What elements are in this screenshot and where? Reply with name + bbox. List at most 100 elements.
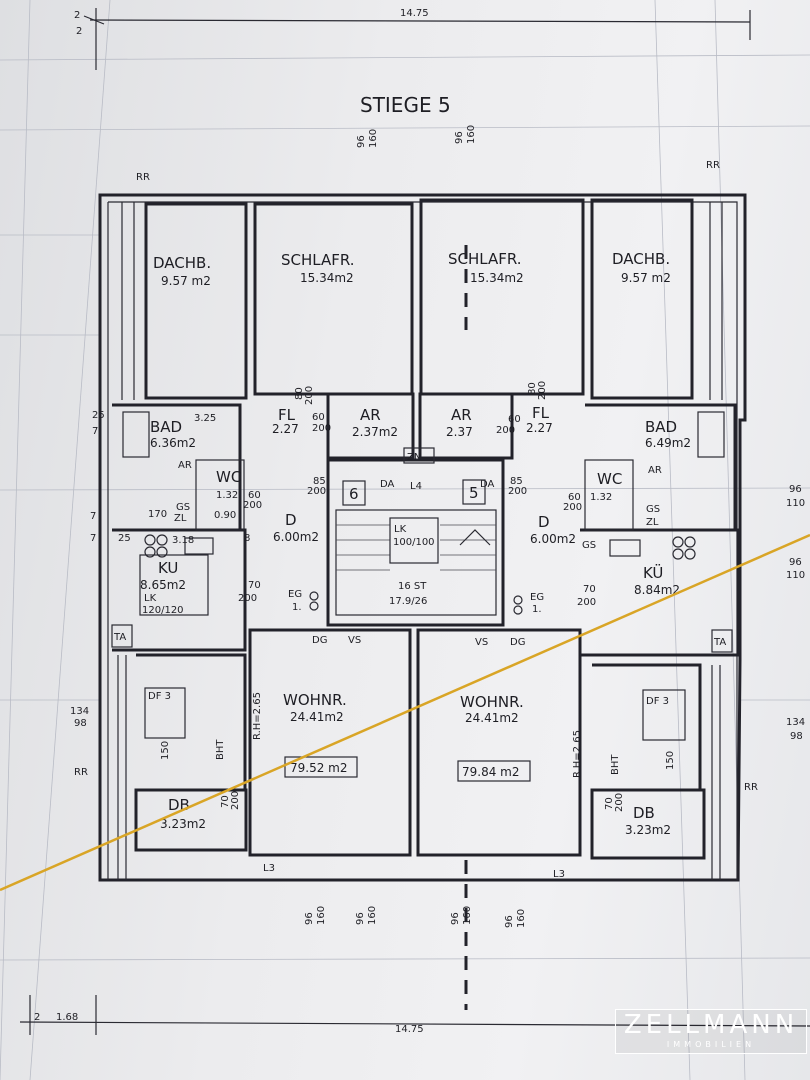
rr-left: RR	[74, 767, 88, 778]
apartment-numbers: 6 5 79.52 m2 79.84 m2	[284, 479, 531, 782]
room-area-fl-left: 2.27	[272, 422, 299, 436]
rr-top-left: RR	[136, 172, 150, 183]
door-70-db-right: 70	[604, 797, 615, 810]
room-area-fl-right: 2.27	[526, 421, 553, 435]
dim-7-b: 7	[90, 511, 96, 522]
door-200-wc-left: 200	[243, 500, 262, 511]
room-area-d-right: 6.00m2	[530, 532, 576, 546]
door-200-ku-left: 200	[238, 593, 257, 604]
zl-label-left: ZL	[174, 513, 187, 524]
dim-bottom-small: 2	[34, 1012, 40, 1023]
dim-170: 170	[148, 509, 167, 520]
room-label-wohn-left: WOHNR.	[283, 691, 347, 709]
room-label-ku-right: KÜ	[643, 563, 663, 582]
stair-rise: 17.9/26	[389, 596, 427, 607]
room-label-schlaf-left: SCHLAFR.	[281, 251, 355, 269]
dim-right-96-a: 96	[789, 484, 802, 495]
room-area-schlaf-left: 15.34m2	[300, 271, 354, 285]
rh-left: R.H=2.65	[252, 692, 263, 740]
sill-left: 150	[160, 741, 171, 760]
win-160-b: 160	[466, 125, 477, 144]
stair-l4: L4	[410, 481, 422, 492]
room-area-ar-left: 2.37m2	[352, 425, 398, 439]
win-160-f: 160	[516, 909, 527, 928]
door-70-ku-left: 70	[248, 580, 261, 591]
dim-right-98: 98	[790, 731, 803, 742]
room-label-fl-left: FL	[278, 406, 296, 424]
vs-right: VS	[475, 637, 488, 648]
gs-label-right: GS	[582, 540, 596, 551]
stair-zn: ZN	[407, 452, 421, 463]
watermark-logo: ZELLMANN IMMOBILIEN	[615, 1009, 807, 1054]
room-label-dachb-left: DACHB.	[153, 254, 211, 272]
dim-right-134: 134	[786, 717, 805, 728]
win-96-b: 96	[454, 131, 465, 144]
win-160-c: 160	[316, 906, 327, 925]
bht-left: BHT	[215, 739, 226, 760]
bottom-dimension: 2 1.68 14.75	[19, 995, 810, 1035]
room-area-wc-left: 1.32	[216, 490, 238, 501]
one-left: 1.	[292, 602, 302, 613]
apartment-total-right: 79.84 m2	[462, 765, 520, 779]
room-area-bad-right: 6.49m2	[645, 436, 691, 450]
dim-top-total: 14.75	[400, 8, 429, 19]
top-dimension: 2 2 14.75	[74, 8, 751, 70]
win-96-d: 96	[355, 912, 366, 925]
room-area-ku-right: 8.84m2	[634, 583, 680, 597]
dg-right: DG	[510, 637, 525, 648]
room-label-schlaf-right: SCHLAFR.	[448, 250, 522, 268]
door-200-d-left: 200	[307, 486, 326, 497]
dim-left-134: 134	[70, 706, 89, 717]
eg-left: EG	[288, 589, 302, 600]
room-label-d-left: D	[285, 511, 297, 529]
room-area-wohn-left: 24.41m2	[290, 710, 344, 724]
sill-right: 150	[665, 751, 676, 770]
df3-right: DF 3	[646, 696, 669, 707]
dim-right-110-a: 110	[786, 498, 805, 509]
dim-right-96-b: 96	[789, 557, 802, 568]
door-200-ku-right: 200	[577, 597, 596, 608]
side-dimensions: 96 110 96 110 134 98 134 98	[70, 484, 805, 742]
room-area-wc-right: 1.32	[590, 492, 612, 503]
win-96-a: 96	[356, 135, 367, 148]
room-label-bad-right: BAD	[645, 418, 677, 436]
vertical-labels: R.H=2.65 R.H=2.65 BHT BHT 150 150 96 160…	[160, 125, 676, 928]
room-area-schlaf-right: 15.34m2	[470, 271, 524, 285]
dim-25-b: 25	[92, 410, 105, 421]
room-area-ar-right: 2.37	[446, 425, 473, 439]
door-70-ku-right: 70	[583, 584, 596, 595]
room-label-ku-left: KU	[158, 559, 178, 577]
l3-right: L3	[553, 869, 565, 880]
stair-da: DA	[380, 479, 395, 490]
stair-title: STIEGE 5	[360, 93, 451, 117]
dim-090: 0.90	[214, 510, 236, 521]
room-area-dachb-left: 9.57 m2	[161, 274, 211, 288]
outer-walls	[98, 193, 747, 882]
door-200-right: 200	[496, 425, 515, 436]
dg-left: DG	[312, 635, 327, 646]
room-area-ku-left: 8.65m2	[140, 578, 186, 592]
door-dimensions: 60 200 60 200 85 200 85 200 70 200 70 20…	[90, 410, 596, 608]
door-60-wc-left: 60	[248, 490, 261, 501]
door-200-b: 200	[537, 381, 548, 400]
watermark-brand: ZELLMANN	[623, 1010, 799, 1040]
stair-da-right: DA	[480, 479, 495, 490]
ar-label-left: AR	[178, 460, 192, 471]
dim-318: 3.18	[172, 535, 194, 546]
fixtures: LK 120/120 TA TA GS GS ZL GS ZL AR AR DF…	[74, 160, 758, 880]
room-label-db-right: DB	[633, 804, 655, 822]
room-area-db-left: 3.23m2	[160, 817, 206, 831]
df3-left: DF 3	[148, 691, 171, 702]
dim-7-c: 7	[92, 426, 98, 437]
staircase: LK 100/100 16 ST 17.9/26 ZN L4 DA DA	[336, 447, 496, 607]
watermark-sub: IMMOBILIEN	[666, 1040, 756, 1049]
door-60-left: 60	[312, 412, 325, 423]
apartment-number-left: 6	[349, 485, 359, 503]
ta-label-left: TA	[113, 632, 126, 643]
room-label-d-right: D	[538, 513, 550, 531]
kitchen-lk-size: 120/120	[142, 605, 184, 616]
one-right: 1.	[532, 604, 542, 615]
room-area-dachb-right: 9.57 m2	[621, 271, 671, 285]
room-area-wohn-right: 24.41m2	[465, 711, 519, 725]
